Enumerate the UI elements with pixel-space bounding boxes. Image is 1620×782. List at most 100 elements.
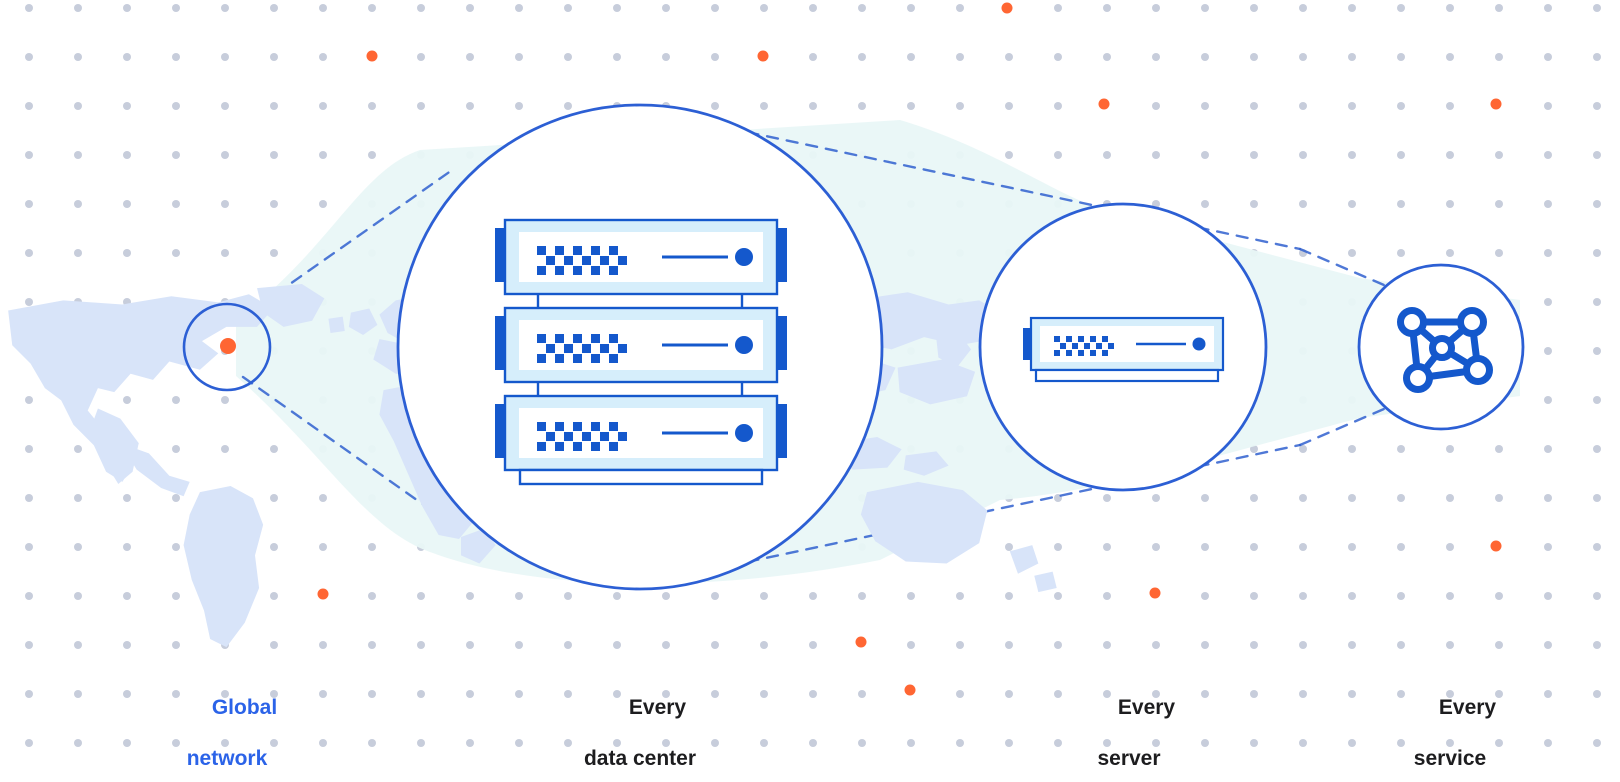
grid-dot [319, 4, 327, 12]
grid-dot [1152, 739, 1160, 747]
rack-base [518, 468, 764, 486]
grid-dot [25, 445, 33, 453]
grid-dot [1005, 151, 1013, 159]
grid-dot [613, 739, 621, 747]
grid-dot [1250, 690, 1258, 698]
grid-dot [564, 641, 572, 649]
grid-dot [172, 151, 180, 159]
grid-dot [1397, 690, 1405, 698]
grid-dot [1593, 298, 1601, 306]
grid-dot [515, 102, 523, 110]
grid-dot [760, 592, 768, 600]
grid-dot [858, 102, 866, 110]
grid-dot [1054, 4, 1062, 12]
grid-dot [1593, 641, 1601, 649]
grid-dot [1201, 592, 1209, 600]
grid-dot [1299, 543, 1307, 551]
grid-dot [221, 396, 229, 404]
grid-dot [1005, 592, 1013, 600]
grid-dot [1201, 494, 1209, 502]
grid-dot [1103, 641, 1111, 649]
grid-dot-highlight [317, 588, 329, 600]
grid-dot [1397, 494, 1405, 502]
grid-dot [1446, 543, 1454, 551]
grid-dot [270, 53, 278, 61]
grid-dot [760, 102, 768, 110]
grid-dot [74, 53, 82, 61]
grid-dot [1152, 690, 1160, 698]
grid-dot [613, 592, 621, 600]
grid-dot [956, 592, 964, 600]
grid-dot [1446, 641, 1454, 649]
single-server-icon [1023, 316, 1225, 383]
grid-dot [1103, 494, 1111, 502]
grid-dot [172, 396, 180, 404]
label-every-data-center: Every data center [540, 669, 740, 782]
grid-dot [368, 592, 376, 600]
grid-dot [1544, 102, 1552, 110]
grid-dot [1397, 151, 1405, 159]
grid-dot [172, 249, 180, 257]
grid-dot [711, 53, 719, 61]
grid-dot [956, 690, 964, 698]
grid-dot [1446, 690, 1454, 698]
grid-dot [417, 641, 425, 649]
grid-dot [1544, 200, 1552, 208]
grid-dot [25, 543, 33, 551]
grid-dot [368, 151, 376, 159]
grid-dot [25, 739, 33, 747]
grid-dot-highlight [1098, 98, 1110, 110]
grid-dot [123, 739, 131, 747]
grid-dot [1103, 739, 1111, 747]
grid-dot [1397, 592, 1405, 600]
connector-dashed-lower-left [241, 375, 457, 529]
grid-dot [1054, 690, 1062, 698]
grid-dot [1544, 592, 1552, 600]
grid-dot [858, 592, 866, 600]
grid-dot [907, 4, 915, 12]
grid-dot [711, 641, 719, 649]
grid-dot [123, 151, 131, 159]
grid-dot [1593, 200, 1601, 208]
grid-dot [1593, 347, 1601, 355]
grid-dot [809, 592, 817, 600]
grid-dot [25, 298, 33, 306]
grid-dot [1299, 494, 1307, 502]
grid-dot [1446, 102, 1454, 110]
grid-dot [1201, 690, 1209, 698]
grid-dot [1054, 641, 1062, 649]
connector-dashed-upper-right [1298, 247, 1386, 287]
grid-dot [1054, 592, 1062, 600]
grid-dot [1495, 249, 1503, 257]
grid-dot [515, 739, 523, 747]
grid-dot [564, 4, 572, 12]
grid-dot [515, 690, 523, 698]
label-every-data-center-line1: Every [628, 695, 687, 719]
grid-dot [613, 690, 621, 698]
grid-dot [1495, 53, 1503, 61]
grid-dot [172, 592, 180, 600]
grid-dot [1593, 592, 1601, 600]
grid-dot [1005, 690, 1013, 698]
grid-dot [123, 4, 131, 12]
grid-dot [1495, 592, 1503, 600]
grid-dot [907, 641, 915, 649]
grid-dot [1495, 641, 1503, 649]
grid-dot [1299, 151, 1307, 159]
grid-dot [1446, 4, 1454, 12]
grid-dot [417, 739, 425, 747]
grid-dot [1446, 445, 1454, 453]
grid-dot [1544, 739, 1552, 747]
grid-dot [74, 543, 82, 551]
grid-dot [858, 4, 866, 12]
grid-dot [1152, 494, 1160, 502]
grid-dot [1397, 102, 1405, 110]
label-every-service-line2: service [1413, 746, 1487, 770]
grid-dot [956, 739, 964, 747]
grid-dot [25, 690, 33, 698]
grid-dot [956, 641, 964, 649]
grid-dot [25, 151, 33, 159]
grid-dot [1544, 347, 1552, 355]
grid-dot [1446, 249, 1454, 257]
grid-dot [1593, 543, 1601, 551]
